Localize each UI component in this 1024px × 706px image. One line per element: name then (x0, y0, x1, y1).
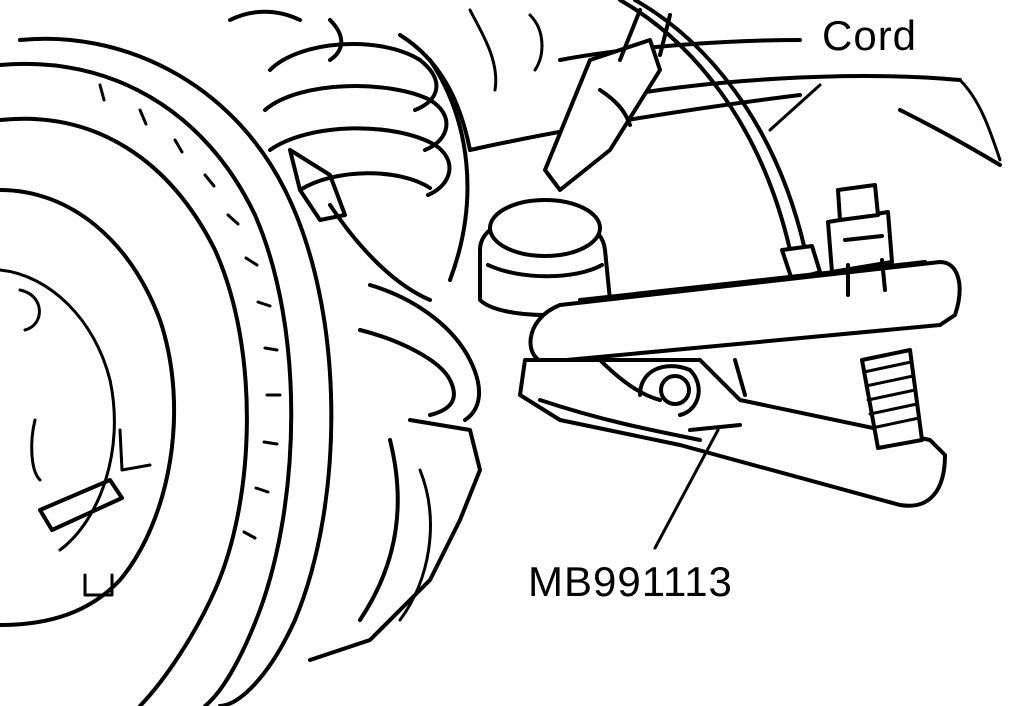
thread-lines (862, 360, 921, 430)
cord-label: Cord (822, 12, 918, 59)
tool-leader-line (653, 428, 720, 550)
hub-mark (18, 288, 41, 332)
wheel-assembly (0, 36, 334, 706)
tire-tread-ticks (98, 83, 282, 540)
hub-notch (83, 573, 114, 597)
tire-outer-edge (18, 36, 334, 706)
hub-bolt-slot (38, 478, 124, 532)
tie-rod (543, 8, 672, 192)
tire-tread-line (0, 61, 294, 706)
tire-sidewall-line (0, 116, 249, 706)
cord (618, 0, 822, 282)
special-tool (518, 183, 962, 508)
wheel-hub-disc (0, 188, 177, 627)
cord-leader-line (768, 83, 822, 132)
tool-number-label: MB991113 (528, 558, 733, 605)
leader-lines (653, 83, 822, 550)
ball-joint (478, 198, 612, 317)
coil-spring (228, 8, 544, 282)
